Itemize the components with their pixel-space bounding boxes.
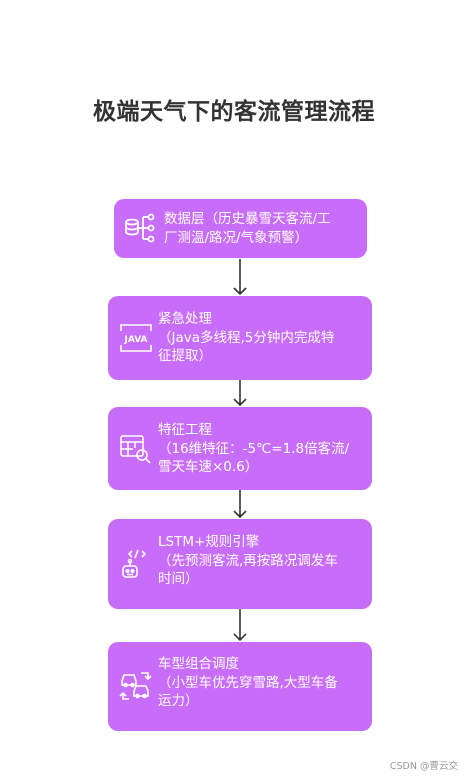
step-emergency-processing: JAVA 紧急处理 （Java多线程,5分钟内完成特 征提取） — [108, 296, 372, 380]
database-network-icon — [125, 213, 155, 243]
arrow-down-icon — [233, 490, 247, 519]
svg-text:JAVA: JAVA — [123, 335, 147, 345]
step-text: 车型组合调度 （小型车优先穿雪路,大型车备 运力） — [158, 656, 338, 709]
diagram-title: 极端天气下的客流管理流程 — [93, 99, 375, 125]
table-search-icon — [120, 435, 151, 464]
step-vehicle-dispatch: 车型组合调度 （小型车优先穿雪路,大型车备 运力） — [108, 642, 372, 731]
arrow-down-icon — [233, 259, 247, 296]
arrow-down-icon — [233, 380, 247, 407]
step-data-layer: 数据层（历史暴雪天客流/工 厂测温/路况/气象预警） — [114, 199, 367, 258]
vehicles-swap-icon — [119, 672, 152, 700]
step-lstm-rule-engine: LSTM+规则引擎 （先预测客流,再按路况调发车 时间） — [108, 519, 372, 609]
watermark-footer: CSDN @曹云交 — [389, 761, 458, 772]
java-icon: JAVA — [120, 324, 152, 352]
step-text: LSTM+规则引擎 （先预测客流,再按路况调发车 时间） — [158, 534, 338, 587]
step-text: 数据层（历史暴雪天客流/工 厂测温/路况/气象预警） — [164, 211, 331, 246]
arrow-down-icon — [233, 609, 247, 642]
robot-code-icon — [122, 549, 147, 578]
step-feature-engineering: 特征工程 （16维特征：-5℃=1.8倍客流/ 雪天车速×0.6） — [108, 407, 372, 490]
step-text: 特征工程 （16维特征：-5℃=1.8倍客流/ 雪天车速×0.6） — [158, 422, 350, 475]
step-text: 紧急处理 （Java多线程,5分钟内完成特 征提取） — [158, 311, 335, 364]
